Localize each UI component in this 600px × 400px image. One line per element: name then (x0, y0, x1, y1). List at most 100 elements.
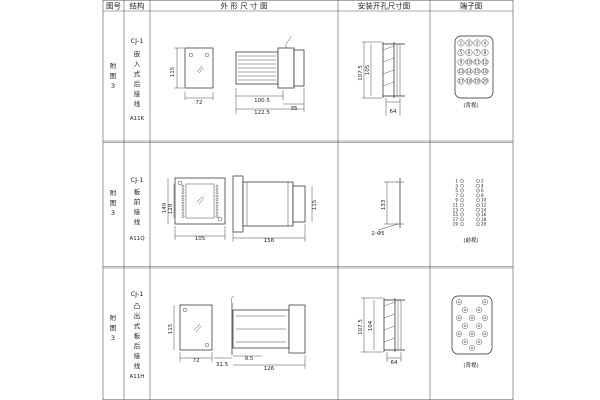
structure-char: 式 (134, 321, 141, 330)
figure-no-char: 附 (110, 61, 117, 70)
structure-char: 后 (134, 79, 141, 88)
panel-stud (181, 188, 185, 191)
outline-drawing-a11h: 115 72 31.5 9.5 126 (168, 295, 306, 372)
terminal-pin: 18 (465, 77, 473, 85)
svg-text:104: 104 (368, 320, 374, 331)
panel-stud (215, 211, 219, 215)
structure-char: 嵌 (134, 50, 141, 58)
terminal-pin-label: 10 (481, 198, 487, 203)
svg-text:115: 115 (168, 323, 174, 334)
panel-stud (181, 191, 185, 195)
terminal-pin: 11 (473, 58, 481, 66)
svg-text:72: 72 (196, 100, 203, 106)
terminal-pin: 2 (465, 39, 473, 47)
svg-text:2-Φ5: 2-Φ5 (371, 231, 385, 237)
panel-stud (215, 215, 219, 218)
structure-char: 线 (134, 217, 141, 226)
terminal-socket (456, 299, 462, 305)
svg-text:107.5: 107.5 (358, 319, 364, 335)
terminal-socket (476, 323, 482, 329)
terminal-pin: 6 (476, 188, 484, 193)
structure-char: 线 (134, 361, 141, 370)
model-label: CJ-1 (131, 176, 144, 184)
svg-text:64: 64 (391, 360, 398, 366)
terminal-pin-label: 17 (458, 79, 464, 84)
terminal-pin-label: 9 (460, 60, 463, 65)
panel-stud (215, 194, 219, 198)
mounting-drawing-a11k: 107.5 105 64 (358, 41, 405, 116)
code-label: A11H (130, 374, 145, 380)
structure-char: 板 (134, 331, 141, 340)
terminal-pin-label: 3 (455, 183, 458, 188)
terminal-view-note: (背视) (463, 361, 478, 369)
structure-char: 板 (134, 187, 141, 196)
terminal-pin-label: 9 (455, 198, 458, 203)
terminal-pin-label: 6 (468, 50, 471, 55)
terminal-pin-label: 15 (453, 212, 459, 217)
svg-text:72: 72 (193, 358, 200, 364)
mounting-drawing-a11q: 133 2-Φ5 (371, 178, 404, 237)
terminal-socket (469, 315, 475, 321)
panel-stud (181, 194, 185, 198)
terminal-pin-label: 18 (481, 217, 487, 222)
figure-no-char: 图 (110, 324, 117, 332)
outline-drawing-a11q: 149 129 105 156 115 (162, 175, 318, 244)
panel-stud (181, 211, 185, 215)
row-a11k: 附 图 3 CJ-1 嵌 入 式 后 接 线 A11K 115 72 (110, 35, 494, 122)
terminal-pin-label: 12 (481, 203, 487, 208)
svg-text:126: 126 (264, 366, 275, 372)
terminal-pin-label: 20 (482, 79, 488, 84)
panel-stud (215, 191, 219, 195)
terminal-pin: 13 (453, 207, 464, 212)
terminal-view-note: (前视) (463, 236, 478, 244)
terminal-socket (482, 331, 488, 337)
terminal-pin: 20 (481, 77, 489, 85)
terminal-pin: 10 (476, 198, 487, 203)
table-header: 图号 结构 外 形 尺 寸 图 安装开孔尺寸图 端子图 (106, 1, 482, 11)
figure-no-char: 3 (111, 209, 115, 217)
header-terminal: 端子图 (460, 1, 483, 11)
terminal-pin: 16 (481, 68, 489, 75)
panel-stud (181, 215, 185, 218)
terminal-socket (469, 345, 475, 351)
terminal-pin-label: 1 (455, 179, 458, 184)
svg-text:9.5: 9.5 (245, 356, 254, 362)
figure-no-char: 附 (110, 313, 117, 322)
terminal-pin-label: 6 (481, 188, 484, 193)
structure-char: 线 (134, 99, 141, 108)
mounting-drawing-a11h: 107.5 104 64 (358, 297, 405, 366)
terminal-pin-label: 2 (468, 41, 471, 46)
terminal-socket (462, 307, 468, 313)
header-outline: 外 形 尺 寸 图 (220, 1, 267, 11)
terminal-drawing-a11h (451, 295, 493, 355)
terminal-pin: 17 (453, 217, 464, 222)
terminal-pin: 19 (453, 222, 464, 227)
terminal-pin: 7 (473, 49, 481, 56)
structure-char: 凸 (134, 302, 141, 310)
terminal-pin: 20 (476, 222, 487, 227)
terminal-pin: 19 (473, 77, 481, 85)
structure-char: 出 (134, 311, 141, 320)
terminal-pin: 15 (473, 68, 481, 75)
terminal-pin: 5 (457, 49, 465, 56)
terminal-pin: 4 (476, 183, 484, 188)
terminal-pin-label: 10 (466, 60, 472, 65)
terminal-pin-label: 12 (482, 60, 488, 65)
terminal-pin-label: 4 (481, 183, 484, 188)
code-label: A11Q (129, 236, 145, 242)
terminal-socket (476, 339, 482, 345)
terminal-pin-label: 13 (453, 207, 459, 212)
terminal-socket (456, 315, 462, 321)
figure-no-char: 附 (110, 188, 117, 197)
terminal-pin-label: 16 (482, 69, 488, 74)
svg-text:122.5: 122.5 (254, 110, 270, 116)
table-grid (102, 0, 514, 400)
terminal-pin: 1 (457, 39, 465, 47)
panel-stud (181, 198, 185, 201)
panel-stud (181, 205, 185, 208)
panel-stud (215, 198, 219, 201)
terminal-pin: 2 (476, 179, 484, 184)
terminal-pin: 8 (476, 193, 484, 198)
terminal-pin: 8 (481, 49, 489, 56)
